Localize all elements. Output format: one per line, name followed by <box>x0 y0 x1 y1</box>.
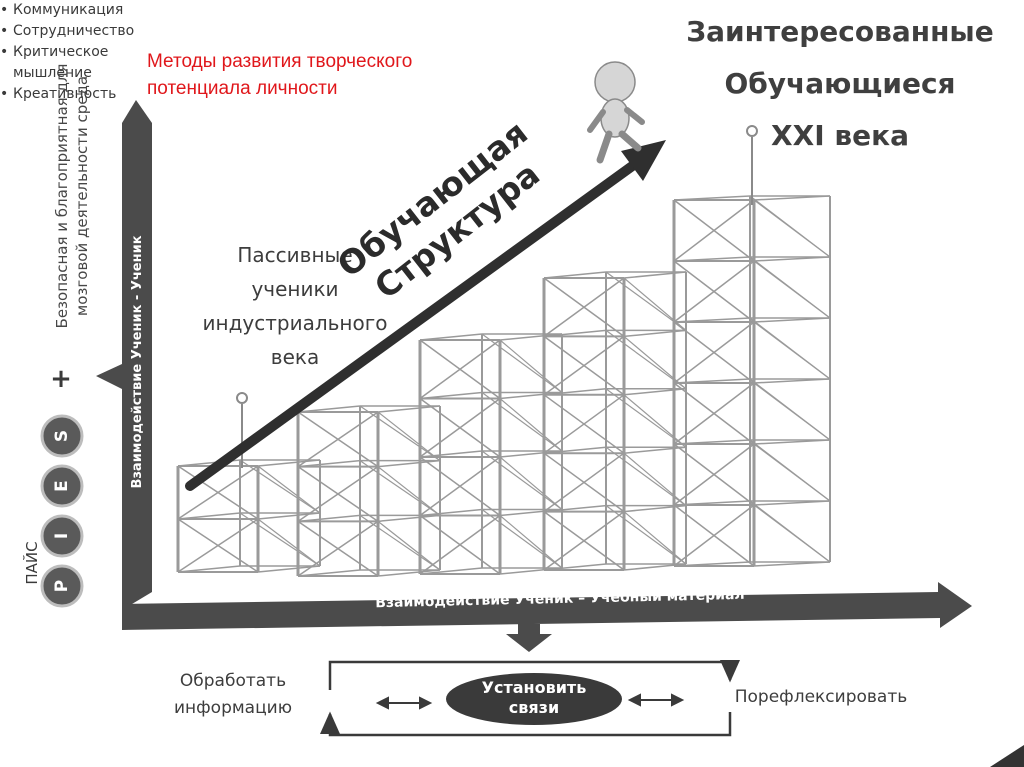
plus-sign: + <box>46 364 76 394</box>
reflect-label: Порефлексировать <box>706 684 936 711</box>
make-connections-label: Установить связи <box>445 678 623 718</box>
y-axis-label: Взаимодействие Ученик - Ученик <box>129 192 147 532</box>
pies-label: ПАЙС <box>22 533 42 593</box>
pies-letter-p: P <box>46 570 78 602</box>
pies-letter-s: S <box>46 420 78 452</box>
process-information-label: Обработать информацию <box>148 668 318 722</box>
engaged-learners-heading: Заинтересованные Обучающиеся XXI века <box>655 6 1024 162</box>
left-arrow-marker <box>96 364 122 389</box>
figure-icon <box>590 62 642 160</box>
corner-mark <box>990 745 1024 767</box>
double-arrow-left <box>378 698 430 708</box>
double-arrow-right <box>630 695 682 705</box>
pies-letter-e: E <box>46 470 78 502</box>
slide-title: Методы развития творческого потенциала л… <box>147 48 507 102</box>
down-arrow <box>506 624 552 652</box>
pies-letter-i: I <box>46 520 78 552</box>
environment-label: Безопасная и благоприятная для мозговой … <box>52 0 92 396</box>
